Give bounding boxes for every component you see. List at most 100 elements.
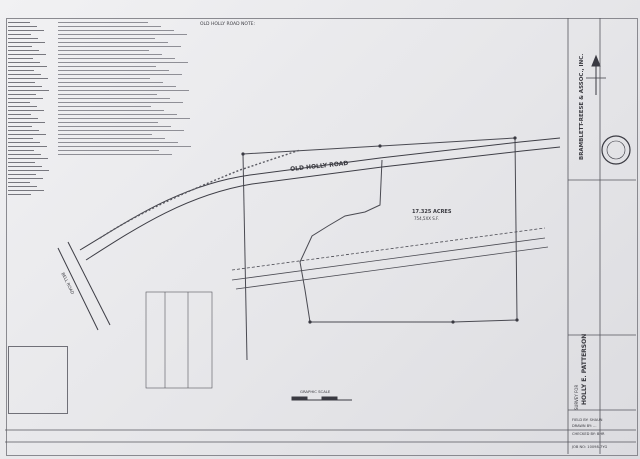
- legend-row-line: [8, 58, 33, 60]
- legend-row-line: [8, 178, 43, 180]
- parcel-boundary: [242, 137, 518, 361]
- survey-markers: [241, 136, 519, 324]
- legend-row-line: [8, 102, 30, 104]
- title-block-frame: [5, 18, 636, 454]
- legend-row-line: [8, 78, 48, 80]
- note-text-line: [58, 50, 149, 51]
- legend-row-line: [8, 54, 46, 56]
- note-text-line: [58, 146, 191, 147]
- legend-row-line: [8, 46, 32, 48]
- legend-row-line: [8, 38, 38, 40]
- legend-row-line: [8, 42, 45, 44]
- note-text-line: [58, 154, 172, 155]
- note-text-line: [58, 150, 159, 151]
- legend-row-line: [8, 126, 32, 128]
- legend-row-line: [8, 118, 38, 120]
- note-text-line: [58, 82, 163, 83]
- legend-row-line: [8, 150, 34, 152]
- legend-row-line: [8, 174, 36, 176]
- legend-row-line: [8, 86, 42, 88]
- scale-bar: [291, 396, 352, 401]
- legend-row-line: [8, 110, 44, 112]
- note-text-line: [58, 102, 183, 103]
- certification-box: [8, 346, 68, 414]
- legend-row-line: [8, 106, 37, 108]
- note-text-line: [58, 138, 165, 139]
- note-text-line: [58, 54, 162, 55]
- note-text-line: [58, 90, 189, 91]
- legend-row-line: [8, 94, 36, 96]
- legend-row-line: [8, 190, 44, 192]
- note-text-line: [58, 62, 188, 63]
- title-row-1: FIELD BY: SHAUN: [572, 418, 603, 422]
- survey-notes: [58, 22, 198, 157]
- legend-row-line: [8, 98, 43, 100]
- area-label: 17.325 ACRES: [412, 209, 452, 215]
- legend-row-line: [8, 182, 30, 184]
- dotted-path: [99, 149, 301, 239]
- area-sub: 754,5XX S.F.: [414, 216, 439, 221]
- title-row-3: CHECKED BY: BHR: [572, 432, 605, 436]
- legend-row-line: [8, 90, 49, 92]
- legend-row-line: [8, 170, 49, 172]
- legend-row-line: [8, 154, 41, 156]
- note-text-line: [58, 30, 174, 31]
- legend-row-line: [8, 114, 31, 116]
- note-text-line: [58, 130, 184, 131]
- note-text-line: [58, 106, 151, 107]
- note-text-line: [58, 42, 168, 43]
- note-text-line: [58, 22, 148, 23]
- legend-row-line: [8, 142, 40, 144]
- note-text-line: [58, 26, 161, 27]
- note-text-line: [58, 74, 182, 75]
- legend-row-line: [8, 34, 31, 36]
- note-text-line: [58, 94, 157, 95]
- legend-row-line: [8, 186, 37, 188]
- note-text-line: [58, 58, 175, 59]
- legend-row-line: [8, 50, 39, 52]
- title-row-2: DRAWN BY: ...: [572, 424, 597, 428]
- legend-row-line: [8, 26, 37, 28]
- owner-name: HOLLY E. PATTERSON: [581, 333, 588, 405]
- legend-row-line: [8, 82, 35, 84]
- note-text-line: [58, 34, 187, 35]
- legend-row-line: [8, 146, 47, 148]
- legend-row-line: [8, 138, 33, 140]
- side-road: [57, 241, 111, 331]
- legend-row-line: [8, 70, 34, 72]
- legend-row-line: [8, 66, 47, 68]
- note-text-line: [58, 66, 156, 67]
- note-text-line: [58, 70, 169, 71]
- note-text-line: [58, 110, 164, 111]
- firm-name: BRAMBLETT-REESE & ASSOC., INC.: [579, 53, 585, 160]
- note-text-line: [58, 38, 155, 39]
- legend-row-line: [8, 162, 35, 164]
- note-text-line: [58, 126, 171, 127]
- note-text-line: [58, 86, 176, 87]
- note-text-line: [58, 122, 158, 123]
- sheet-border: [6, 18, 638, 456]
- legend-row-line: [8, 30, 44, 32]
- curve-table: [145, 291, 213, 389]
- note-text-line: [58, 134, 152, 135]
- note-text-line: [58, 78, 150, 79]
- legend-row-line: [8, 62, 40, 64]
- legend-row-line: [8, 74, 41, 76]
- notes-heading: OLD HOLLY ROAD NOTE:: [200, 22, 256, 27]
- surveyor-seal: [601, 135, 631, 165]
- scale-label: GRAPHIC SCALE: [300, 389, 331, 394]
- legend-row-line: [8, 122, 45, 124]
- note-text-line: [58, 46, 181, 47]
- note-text-line: [58, 114, 177, 115]
- survey-for-label: SURVEY FOR: [574, 384, 579, 410]
- legend-row-line: [8, 158, 48, 160]
- legend-row-line: [8, 22, 30, 24]
- legend-list: [8, 22, 56, 202]
- north-arrow: [586, 54, 606, 95]
- legend-row-line: [8, 194, 31, 196]
- note-text-line: [58, 142, 178, 143]
- old-holly-road: [79, 137, 561, 261]
- legend-row-line: [8, 134, 46, 136]
